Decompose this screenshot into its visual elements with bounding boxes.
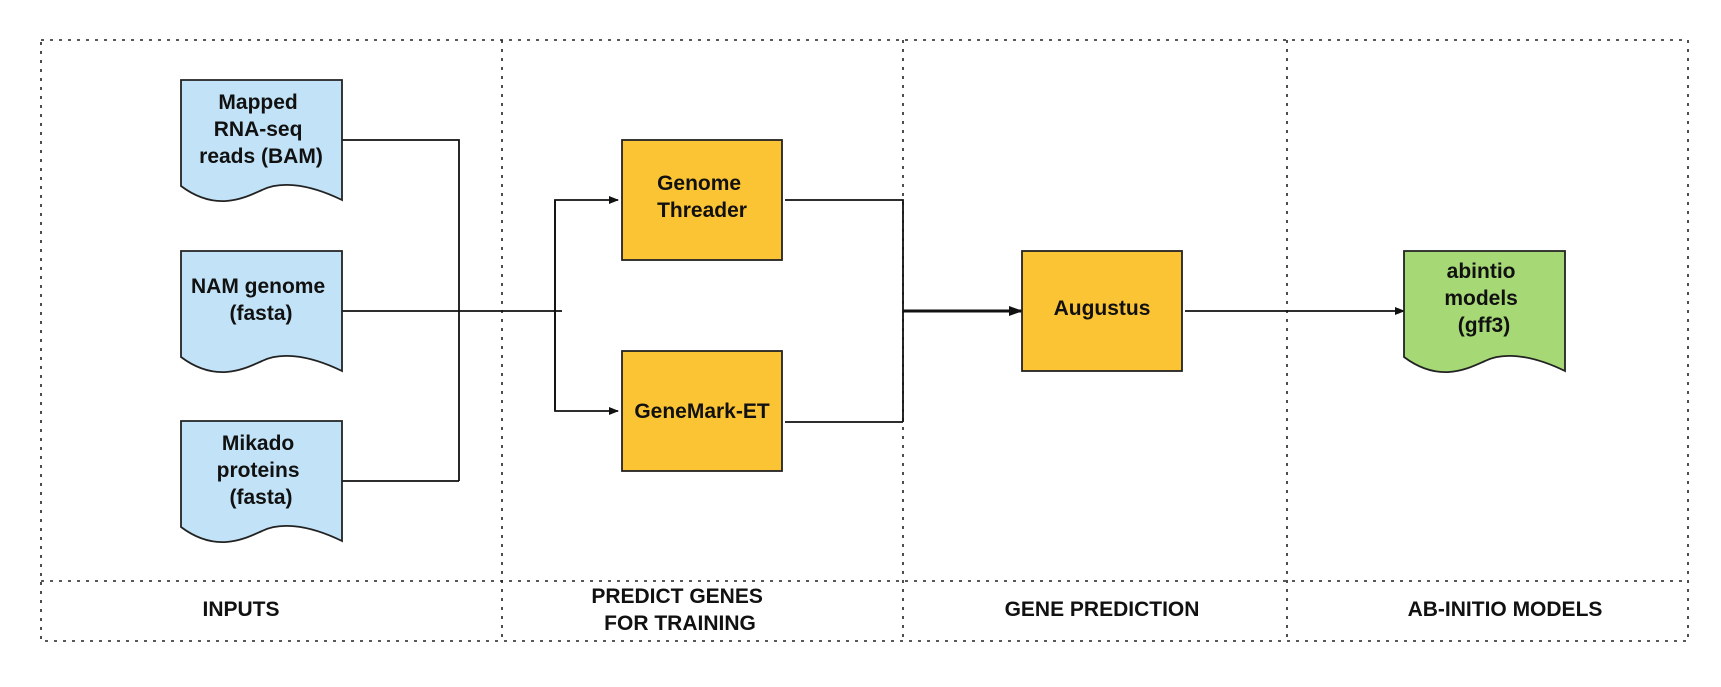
lane-label-inputs: INPUTS: [202, 598, 279, 621]
augustus-line-1: Augustus: [1054, 297, 1151, 320]
bam-line-3: reads (BAM): [199, 145, 323, 168]
abintio-line-1: abintio: [1447, 260, 1516, 283]
abintio-line-3: (gff3): [1458, 314, 1510, 337]
svg-text:Genome Threader: Genome Threader: [657, 172, 747, 222]
connector-genomethreader-out: [785, 199, 904, 422]
proteins-line-2: proteins: [217, 459, 300, 482]
connectors: [342, 139, 1405, 482]
genomethreader-line-2: Threader: [657, 199, 747, 222]
lane-label-gene-prediction: GENE PREDICTION: [1005, 598, 1200, 621]
augustus-process[interactable]: Augustus: [1021, 250, 1183, 372]
genomethreader-line-1: Genome: [657, 172, 741, 195]
connector-bam-merge: [342, 139, 460, 481]
genome-line-2: (fasta): [229, 302, 292, 325]
svg-text:NAM genome (fasta): NAM genome (fasta): [191, 275, 331, 325]
svg-text:Mapped RNA-seq: Mapped RNA-seq reads (BAM): [199, 91, 323, 168]
mikado-proteins-document[interactable]: Mikado proteins (fasta): [180, 420, 343, 543]
genome-threader-process[interactable]: Genome Threader: [621, 139, 783, 261]
lane-label-ab-initio-models: AB-INITIO MODELS: [1408, 598, 1603, 621]
swimlane-frame: [40, 39, 1689, 642]
abintio-line-2: models: [1444, 287, 1518, 310]
lane-label-predict-genes: PREDICT GENES FOR TRAINING: [591, 585, 768, 635]
nam-genome-document[interactable]: NAM genome (fasta): [180, 250, 343, 373]
connector-to-genemark: [554, 200, 619, 415]
svg-text:GeneMark-ET: GeneMark-ET: [634, 400, 770, 423]
bam-line-2: RNA-seq: [214, 118, 303, 141]
svg-text:Mikado proteins: Mikado proteins (fasta): [217, 432, 306, 509]
lane-labels: INPUTS PREDICT GENES FOR TRAINING GENE P…: [202, 585, 1602, 635]
abintio-models-document[interactable]: abintio models (gff3): [1403, 250, 1566, 373]
genome-line-1: NAM genome: [191, 275, 325, 298]
mapped-rnaseq-document[interactable]: Mapped RNA-seq reads (BAM): [180, 79, 343, 202]
svg-text:abintio models: abintio models (gff3): [1444, 260, 1523, 337]
genemark-line-1: GeneMark-ET: [634, 400, 770, 423]
connector-to-genomethreader: [554, 196, 619, 410]
proteins-line-3: (fasta): [229, 486, 292, 509]
svg-text:Augustus: Augustus: [1054, 297, 1151, 320]
nodes: Mapped RNA-seq reads (BAM) NAM genome (f…: [180, 79, 1566, 543]
proteins-line-1: Mikado: [222, 432, 294, 455]
bam-line-1: Mapped: [218, 91, 297, 114]
genemark-et-process[interactable]: GeneMark-ET: [621, 350, 783, 472]
